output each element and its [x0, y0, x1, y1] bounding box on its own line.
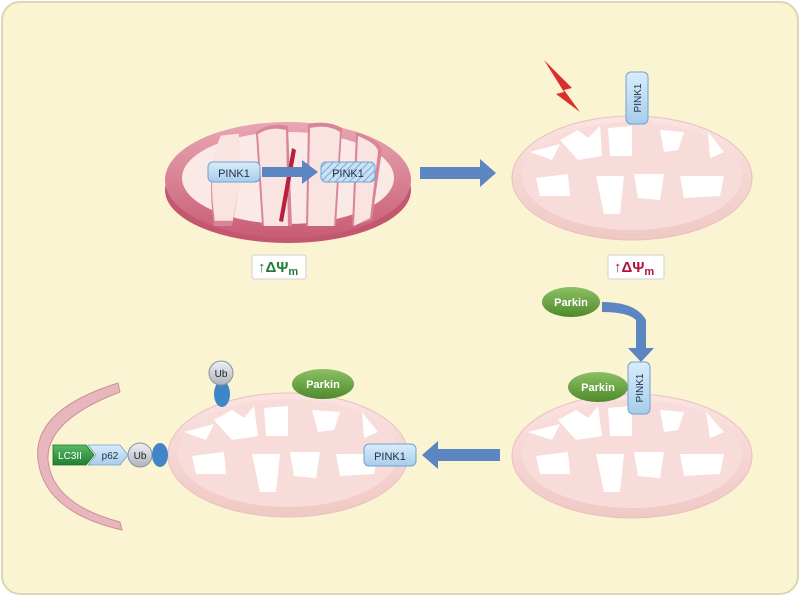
pink1-vertical-bottom: PINK1 — [627, 361, 651, 415]
pink1-label-bottom: PINK1 — [635, 373, 646, 402]
svg-text:↑ΔΨm: ↑ΔΨm — [614, 259, 654, 278]
lightning-bolt-icon — [544, 60, 580, 112]
lc3ii-tag: LC3II — [52, 444, 95, 466]
parkin-label-free: Parkin — [554, 297, 588, 309]
phagophore-membrane — [37, 382, 123, 531]
ubiquitin-chain: Ub — [127, 442, 168, 468]
parkin-free: Parkin — [542, 287, 600, 317]
damaged-mitochondrion-3 — [167, 392, 409, 518]
delta-psi-sub-high: m — [288, 266, 298, 278]
pink1-label-top: PINK1 — [633, 83, 644, 112]
delta-psi-sub-low: m — [644, 266, 654, 278]
membrane-pore — [279, 148, 296, 222]
arrow-right-icon — [420, 159, 496, 187]
p62-label: p62 — [102, 451, 119, 462]
membrane-potential-low: ↑ΔΨm — [607, 254, 665, 280]
ubiquitin-top: Ub — [208, 360, 234, 407]
pink1-cleaved-box: PINK1 — [320, 161, 376, 183]
arrow-down-icon — [602, 302, 654, 362]
parkin-bound-right: Parkin — [568, 372, 628, 402]
parkin-label-bound-right: Parkin — [581, 382, 615, 394]
svg-text:↑ΔΨm: ↑ΔΨm — [258, 259, 298, 278]
pink1-horizontal-bottom: PINK1 — [363, 443, 417, 467]
ub-label-top: Ub — [215, 369, 228, 380]
parkin-bound-left: Parkin — [292, 369, 354, 399]
arrow-left-icon — [422, 441, 500, 469]
delta-psi-symbol-high: ↑ΔΨ — [258, 259, 288, 276]
pink1-label-bottom-left: PINK1 — [374, 451, 406, 463]
damaged-mitochondrion-2 — [511, 393, 753, 519]
parkin-label-bound-left: Parkin — [306, 379, 340, 391]
lc3ii-label: LC3II — [58, 451, 82, 462]
pink1-label: PINK1 — [218, 168, 250, 180]
ub-label-chain: Ub — [134, 451, 147, 462]
delta-psi-symbol-low: ↑ΔΨ — [614, 259, 644, 276]
pink1-box: PINK1 — [207, 161, 261, 183]
import-arrow-icon — [262, 160, 318, 184]
pink1-cleaved-label: PINK1 — [332, 168, 364, 180]
damaged-mitochondrion-1 — [511, 115, 753, 241]
pink1-vertical-top: PINK1 — [625, 71, 649, 125]
membrane-potential-high: ↑ΔΨm — [251, 254, 307, 280]
p62-tag: p62 — [87, 444, 129, 466]
